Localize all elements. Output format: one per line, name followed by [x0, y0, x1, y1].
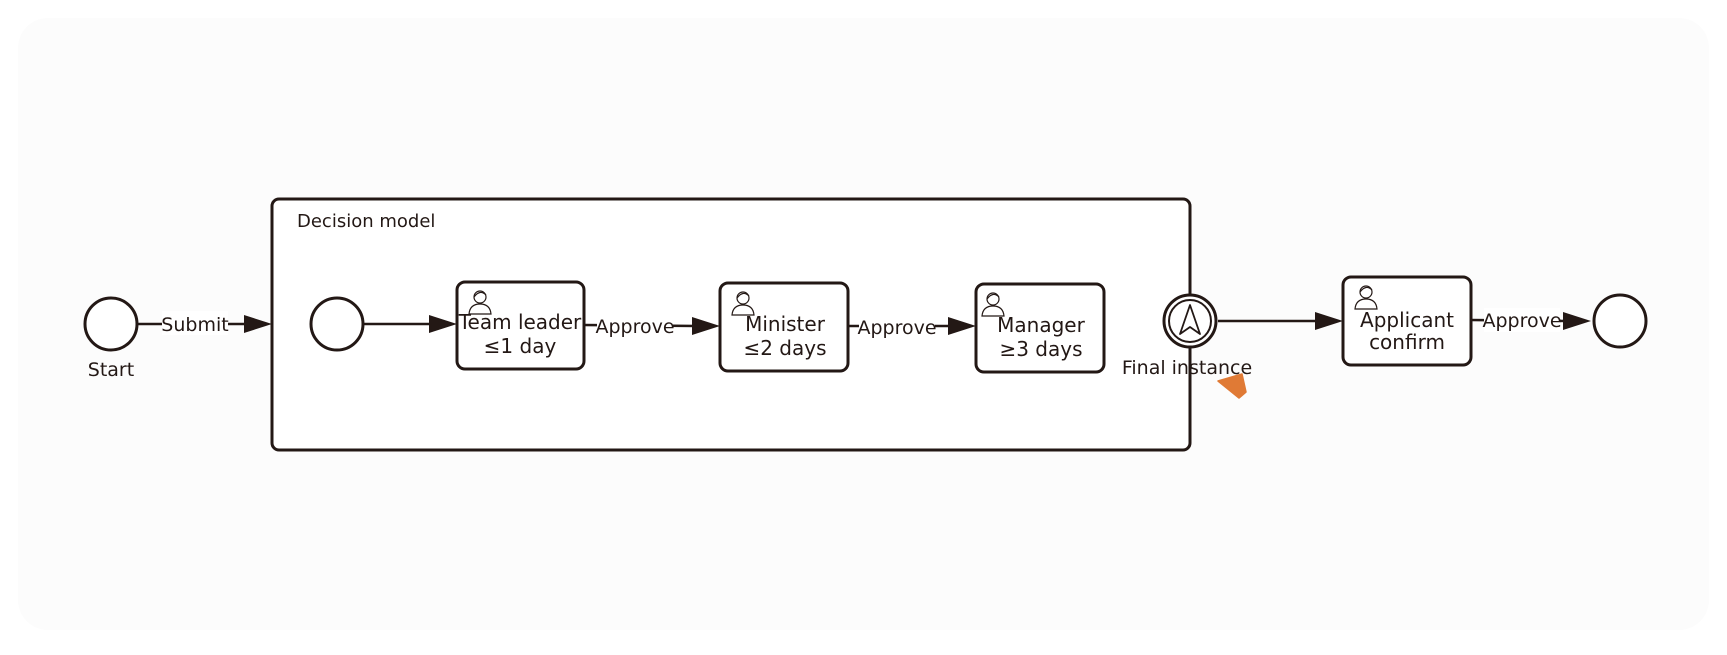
user-icon	[1354, 285, 1378, 310]
task-label-line-2: ≥3 days	[999, 337, 1082, 361]
arrowhead	[948, 317, 976, 335]
arrowhead	[244, 315, 272, 333]
end-event[interactable]	[1592, 293, 1648, 349]
start-event-label: Start	[88, 359, 134, 381]
task-manager[interactable]: Manager ≥3 days	[974, 282, 1106, 374]
flow-label-approve: Approve	[595, 316, 674, 338]
user-icon	[731, 291, 755, 316]
task-label-line-2: ≤1 day	[484, 334, 557, 358]
user-icon	[981, 292, 1005, 317]
arrowhead	[692, 317, 720, 335]
task-label-line-1: Minister	[745, 312, 826, 336]
task-minister[interactable]: Minister ≤2 days	[718, 281, 850, 373]
pointer-cursor-icon	[1217, 373, 1247, 399]
user-icon	[468, 290, 492, 315]
navigation-arrow-icon	[1179, 304, 1201, 335]
task-team-leader[interactable]: Team leader ≤1 day	[455, 280, 586, 371]
arrowhead	[429, 315, 457, 333]
flow-label-approve: Approve	[857, 317, 936, 339]
task-label-line-2: ≤2 days	[743, 336, 826, 360]
flow-labels: Submit Approve Approve Approve	[161, 308, 1562, 339]
arrowhead	[1315, 312, 1343, 330]
subprocess-start-event[interactable]	[309, 296, 365, 352]
task-label-line-1: Applicant	[1360, 308, 1454, 332]
event-label: Final instance	[1122, 357, 1252, 379]
start-event[interactable]: Start	[83, 296, 139, 381]
subprocess-label: Decision model	[297, 211, 435, 232]
task-label-line-1: Manager	[997, 313, 1085, 337]
arrowhead	[1563, 312, 1591, 330]
boundary-event-final-instance[interactable]: Final instance	[1122, 293, 1252, 379]
task-label-line-2: confirm	[1369, 330, 1445, 354]
task-applicant-confirm[interactable]: Applicant confirm	[1341, 275, 1473, 367]
flow-label-approve: Approve	[1482, 310, 1561, 332]
flow-label-submit: Submit	[161, 314, 228, 336]
task-label-line-1: Team leader	[458, 310, 582, 334]
